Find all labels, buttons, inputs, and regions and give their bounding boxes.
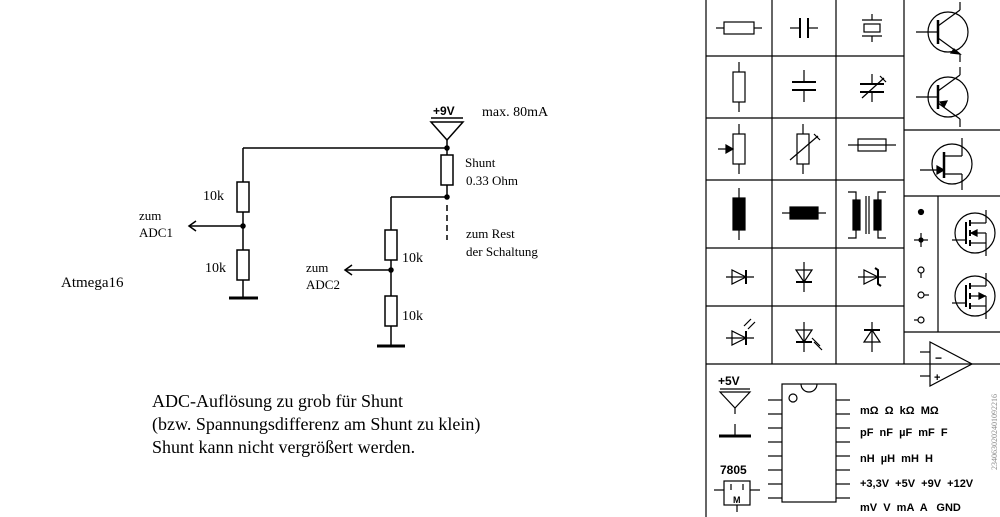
led-icon[interactable]: [794, 322, 823, 352]
regulator-pin-label: M: [733, 495, 741, 505]
crystal-icon[interactable]: [862, 14, 882, 42]
terminal-icon-3[interactable]: [914, 316, 925, 324]
regulator-label: 7805: [720, 463, 747, 477]
supply-label: +9V: [433, 104, 455, 118]
inductor-horizontal-icon[interactable]: [782, 206, 826, 220]
resistor-vertical-icon[interactable]: [732, 62, 746, 112]
r2-label: 10k: [205, 261, 226, 276]
note-line-3: Shunt kann nicht vergrößert werden.: [152, 437, 415, 457]
shunt-resistor: [440, 154, 454, 186]
adc2-label-1: zum: [306, 260, 328, 275]
resistor-r1: [236, 181, 250, 213]
npn-transistor-icon[interactable]: [916, 2, 969, 62]
shunt-value-label: 0.33 Ohm: [466, 173, 518, 188]
units-voltages[interactable]: +3,3V +5V +9V +12V: [860, 478, 974, 490]
rest-label-2: der Schaltung: [466, 244, 538, 259]
supply-5v-label: +5V: [718, 374, 740, 388]
opamp-minus-label: −: [935, 351, 942, 365]
supply-symbol: [429, 121, 465, 142]
terminal-icon-1[interactable]: [917, 266, 925, 278]
shunt-label: Shunt: [465, 155, 496, 170]
potentiometer-icon[interactable]: [718, 124, 746, 174]
r4-label: 10k: [402, 309, 423, 324]
note-line-2: (bzw. Spannungsdifferenz am Shunt zu kle…: [152, 414, 480, 435]
zener-diode-icon[interactable]: [858, 267, 886, 287]
capacitor-vertical-icon[interactable]: [792, 70, 816, 102]
p-mosfet-icon[interactable]: [952, 273, 996, 319]
variable-resistor-icon[interactable]: [789, 124, 821, 174]
watermark-text: 2340630202401092216: [990, 394, 999, 470]
adc1-label-2: ADC1: [139, 225, 173, 240]
capacitor-icon[interactable]: [790, 18, 818, 38]
r3-label: 10k: [402, 251, 423, 266]
r1-label: 10k: [203, 189, 224, 204]
jfet-icon[interactable]: [920, 138, 973, 190]
opamp-icon[interactable]: [920, 341, 974, 387]
adc2-label-2: ADC2: [306, 277, 340, 292]
note: ADC-Auflösung zu grob für Shunt (bzw. Sp…: [152, 391, 480, 457]
adc1-label-1: zum: [139, 208, 161, 223]
terminal-icon-2[interactable]: [917, 291, 929, 299]
trimmer-capacitor-icon[interactable]: [860, 74, 887, 102]
fuse-icon[interactable]: [848, 138, 896, 152]
units-resistance[interactable]: mΩ Ω kΩ MΩ: [860, 405, 939, 417]
mcu-label: Atmega16: [61, 275, 124, 291]
palette-labels: +5V 7805 M − + mΩ Ω kΩ MΩ pF nF µF mF F …: [718, 351, 999, 514]
photodiode-icon[interactable]: [726, 318, 756, 346]
pnp-transistor-icon[interactable]: [916, 67, 969, 127]
junction-dot-icon[interactable]: [917, 208, 925, 216]
rest-label-1: zum Rest: [466, 226, 515, 241]
resistor-horizontal-icon[interactable]: [716, 21, 762, 35]
supply-5v-icon[interactable]: [718, 388, 752, 414]
diode-icon[interactable]: [726, 269, 754, 285]
regulator-icon[interactable]: [714, 480, 760, 512]
units-capacitance[interactable]: pF nF µF mF F: [860, 427, 948, 439]
ground-icon[interactable]: [719, 424, 751, 438]
units-quantities[interactable]: mV V mA A GND: [860, 502, 961, 514]
ic-dip-icon[interactable]: [768, 383, 850, 503]
transformer-icon[interactable]: [848, 191, 886, 239]
junction-cross-icon[interactable]: [914, 233, 928, 247]
resistor-r2: [236, 249, 250, 281]
resistor-r3: [384, 229, 398, 261]
resistor-r4: [384, 295, 398, 327]
note-line-1: ADC-Auflösung zu grob für Shunt: [152, 391, 403, 411]
diode-upward-icon[interactable]: [862, 322, 882, 352]
opamp-plus-label: +: [934, 372, 940, 384]
coil-icon[interactable]: [732, 188, 746, 240]
units-inductance[interactable]: nH µH mH H: [860, 453, 933, 465]
diode-vertical-icon[interactable]: [794, 262, 814, 292]
circuit: [187, 117, 465, 348]
supply-current-label: max. 80mA: [482, 105, 549, 120]
symbol-palette: [705, 0, 1000, 517]
circuit-labels: +9V max. 80mA Shunt 0.33 Ohm zum Rest de…: [61, 104, 549, 324]
n-mosfet-icon[interactable]: [952, 210, 996, 256]
